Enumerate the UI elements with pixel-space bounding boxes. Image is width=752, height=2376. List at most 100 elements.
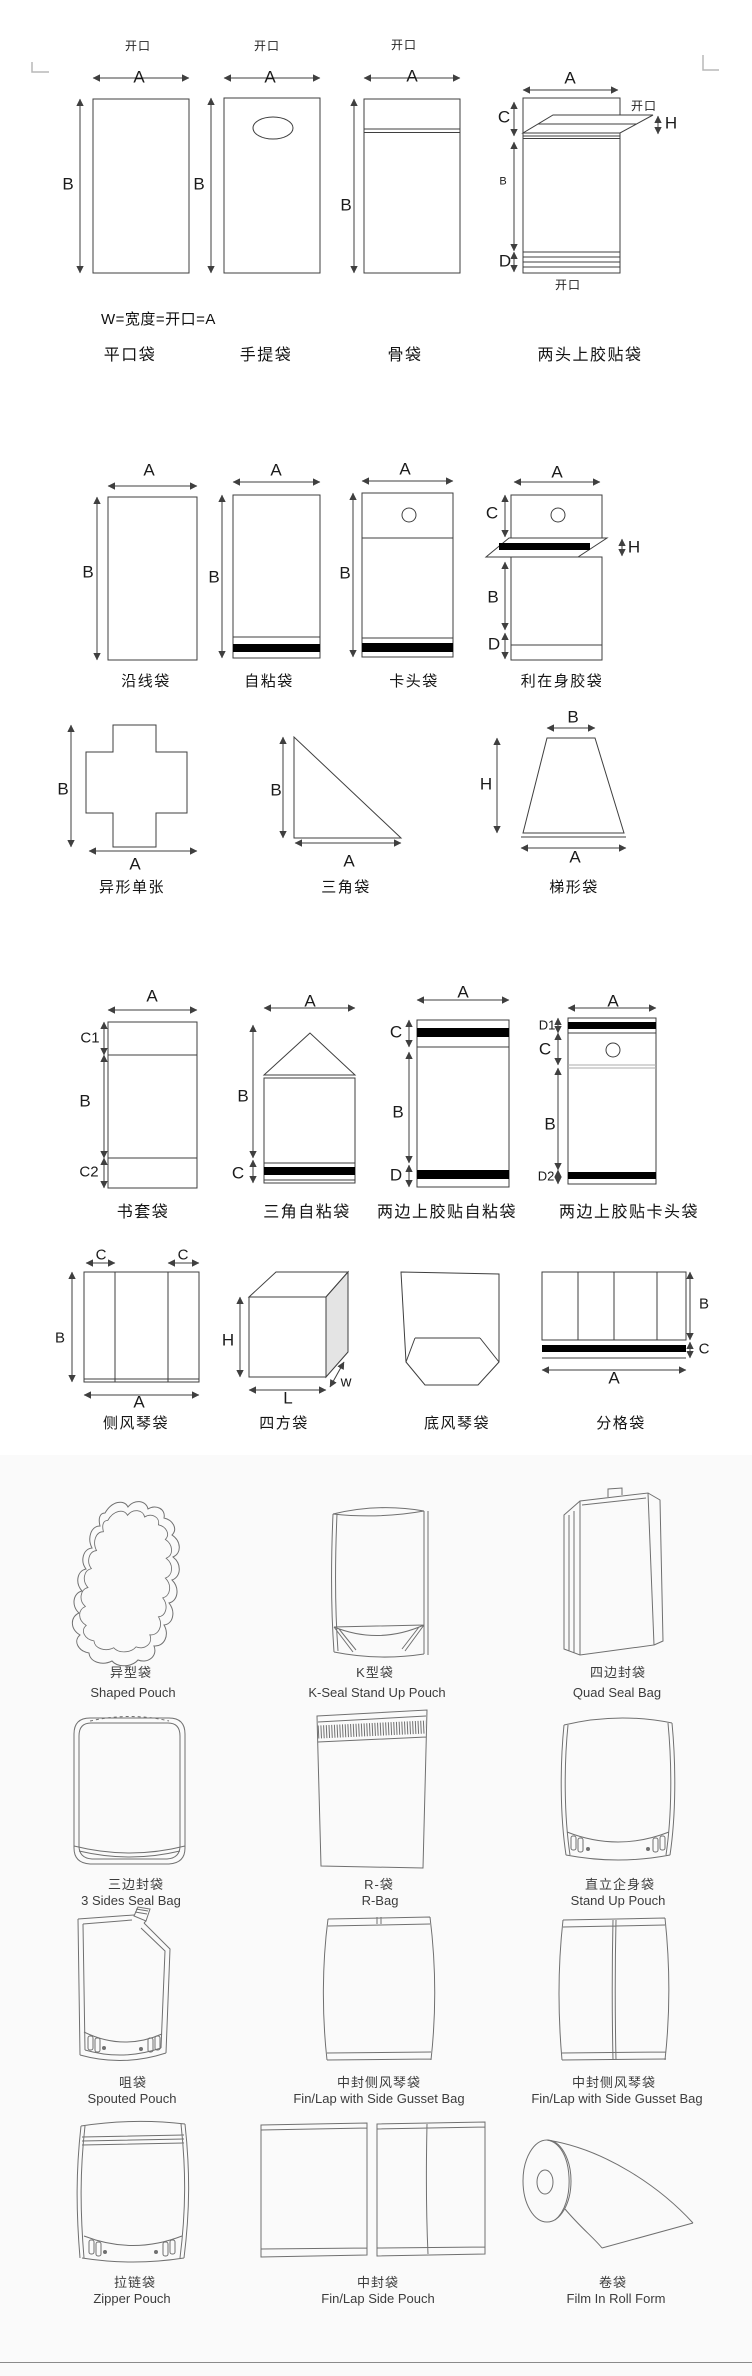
open-label: 开口 — [630, 99, 658, 113]
r-bag-drawing — [316, 1709, 428, 1869]
side-gusset-bag-drawing — [68, 1259, 200, 1399]
caption-bottom-gusset-bag: 底风琴袋 — [423, 1415, 491, 1432]
adhesive-on-body-bag-drawing — [484, 478, 626, 661]
film-roll-drawing — [522, 2139, 694, 2249]
dim-w-label: w — [340, 1373, 352, 1391]
catalog-cn-shaped-pouch: 异型袋 — [109, 1665, 153, 1680]
catalog-en-r-bag: R-Bag — [361, 1893, 399, 1908]
caption-card-head-bag: 卡头袋 — [389, 673, 439, 690]
dim-b-label: B — [193, 174, 205, 194]
open-label: 开口 — [390, 38, 418, 52]
dim-a-label: A — [564, 68, 576, 88]
dim-b-label: B — [544, 1114, 556, 1134]
two-side-glue-card-head-bag-drawing — [554, 1004, 657, 1185]
flat-open-bag-drawing — [76, 74, 190, 274]
caption-square-bag: 四方袋 — [259, 1415, 309, 1432]
catalog-en-three-side-seal-bag: 3 Sides Seal Bag — [81, 1893, 181, 1908]
fin-lap-side-gusset-bag-back-drawing — [322, 1916, 436, 2061]
dim-d-label: D — [498, 251, 512, 271]
triangle-self-adhesive-bag-drawing — [249, 1004, 357, 1184]
double-end-glue-bag-drawing — [510, 86, 662, 274]
fin-lap-side-pouch-drawing — [260, 2121, 486, 2258]
dim-a-label: A — [133, 1392, 145, 1412]
dim-c-label: C — [698, 1340, 710, 1358]
dim-c-label: C — [497, 107, 511, 127]
perforated-line-bag-drawing — [93, 482, 198, 661]
open-label: 开口 — [253, 39, 281, 53]
catalog-cn-fin-lap-side-gusset-bag-2: 中封侧风琴袋 — [571, 2075, 657, 2090]
shaped-sheet-drawing — [67, 724, 198, 855]
dim-d1-label: D1 — [538, 1017, 556, 1033]
caption-bone-seal-bag: 骨袋 — [387, 347, 423, 364]
quad-seal-bag-drawing — [563, 1487, 664, 1656]
caption-compartment-bag: 分格袋 — [596, 1415, 646, 1432]
dim-b-label: B — [567, 707, 579, 727]
crop-mark-top-left — [31, 62, 49, 73]
spouted-pouch-drawing — [77, 1906, 171, 2061]
dim-b-label: B — [62, 174, 74, 194]
bottom-gusset-bag-drawing — [400, 1271, 500, 1386]
catalog-en-fin-lap-side-pouch: Fin/Lap Side Pouch — [321, 2291, 435, 2306]
dim-b-label: B — [54, 1329, 66, 1347]
catalog-cn-k-seal-pouch: K型袋 — [356, 1665, 394, 1680]
dim-h-label: H — [221, 1330, 235, 1350]
dim-l-label: L — [283, 1388, 293, 1408]
dim-a-label: A — [551, 462, 563, 482]
dim-c-label: C — [95, 1246, 107, 1264]
catalog-cn-quad-seal-bag: 四边封袋 — [589, 1665, 647, 1680]
caption-two-side-glue-card-head-bag: 两边上胶贴卡头袋 — [558, 1204, 700, 1221]
dim-h-label: H — [627, 537, 641, 557]
dim-a-label: A — [406, 66, 418, 86]
caption-triangle-bag: 三角袋 — [321, 879, 371, 896]
open-label: 开口 — [554, 278, 582, 292]
caption-two-side-glue-self-adhesive-bag: 两边上胶贴自粘袋 — [376, 1204, 518, 1221]
dim-a-label: A — [146, 986, 158, 1006]
caption-double-end-glue-bag: 两头上胶贴袋 — [537, 347, 643, 364]
catalog-cn-spouted-pouch: 咀袋 — [118, 2075, 148, 2090]
dim-a-label: A — [399, 459, 411, 479]
dim-c-label: C — [177, 1246, 189, 1264]
three-side-seal-bag-drawing — [73, 1716, 186, 1865]
dim-b-label: B — [499, 175, 507, 188]
caption-perforated-line-bag: 沿线袋 — [121, 673, 171, 690]
dim-a-label: A — [569, 847, 581, 867]
dim-b-label: B — [270, 780, 282, 800]
catalog-cn-stand-up-pouch: 直立企身袋 — [584, 1877, 656, 1892]
dim-h-label: H — [479, 774, 493, 794]
open-label: 开口 — [124, 39, 152, 53]
caption-trapezoid-bag: 梯形袋 — [549, 879, 599, 896]
catalog-en-fin-lap-side-gusset-bag: Fin/Lap with Side Gusset Bag — [293, 2091, 465, 2106]
catalog-en-shaped-pouch: Shaped Pouch — [90, 1685, 176, 1700]
catalog-cn-fin-lap-side-gusset-bag: 中封侧风琴袋 — [336, 2075, 422, 2090]
catalog-en-k-seal-pouch: K-Seal Stand Up Pouch — [308, 1685, 446, 1700]
dim-h-label: H — [664, 113, 678, 133]
catalog-en-spouted-pouch: Spouted Pouch — [87, 2091, 177, 2106]
shaped-pouch-drawing — [71, 1501, 180, 1667]
crop-mark-top-right — [702, 55, 719, 71]
triangle-bag-drawing — [279, 735, 403, 847]
two-side-glue-self-adhesive-bag-drawing — [405, 996, 510, 1188]
dim-d-label: D — [389, 1165, 403, 1185]
dim-a-label: A — [343, 851, 355, 871]
caption-self-adhesive-bag: 自粘袋 — [244, 673, 294, 690]
square-bag-drawing — [236, 1270, 350, 1394]
dim-d-label: D — [487, 634, 501, 654]
dim-c2-label: C2 — [79, 1163, 99, 1181]
dim-a-label: A — [264, 67, 276, 87]
stand-up-pouch-drawing — [560, 1717, 676, 1861]
catalog-en-quad-seal-bag: Quad Seal Bag — [572, 1685, 662, 1700]
caption-adhesive-on-body-bag: 利在身胶袋 — [520, 673, 604, 690]
caption-shaped-sheet: 异形单张 — [98, 879, 166, 896]
width-formula: W=宽度=开口=A — [101, 311, 216, 328]
card-head-bag-drawing — [349, 477, 454, 658]
catalog-cn-film-roll: 卷袋 — [598, 2275, 628, 2290]
catalog-cn-three-side-seal-bag: 三边封袋 — [107, 1877, 165, 1892]
dim-c-label: C — [538, 1039, 552, 1059]
dim-c-label: C — [231, 1163, 245, 1183]
self-adhesive-bag-drawing — [218, 478, 321, 659]
bone-seal-bag-drawing — [350, 74, 461, 274]
catalog-cn-r-bag: R-袋 — [364, 1877, 394, 1892]
dim-a-label: A — [270, 460, 282, 480]
dim-b-label: B — [79, 1091, 91, 1111]
dim-b-label: B — [57, 779, 69, 799]
